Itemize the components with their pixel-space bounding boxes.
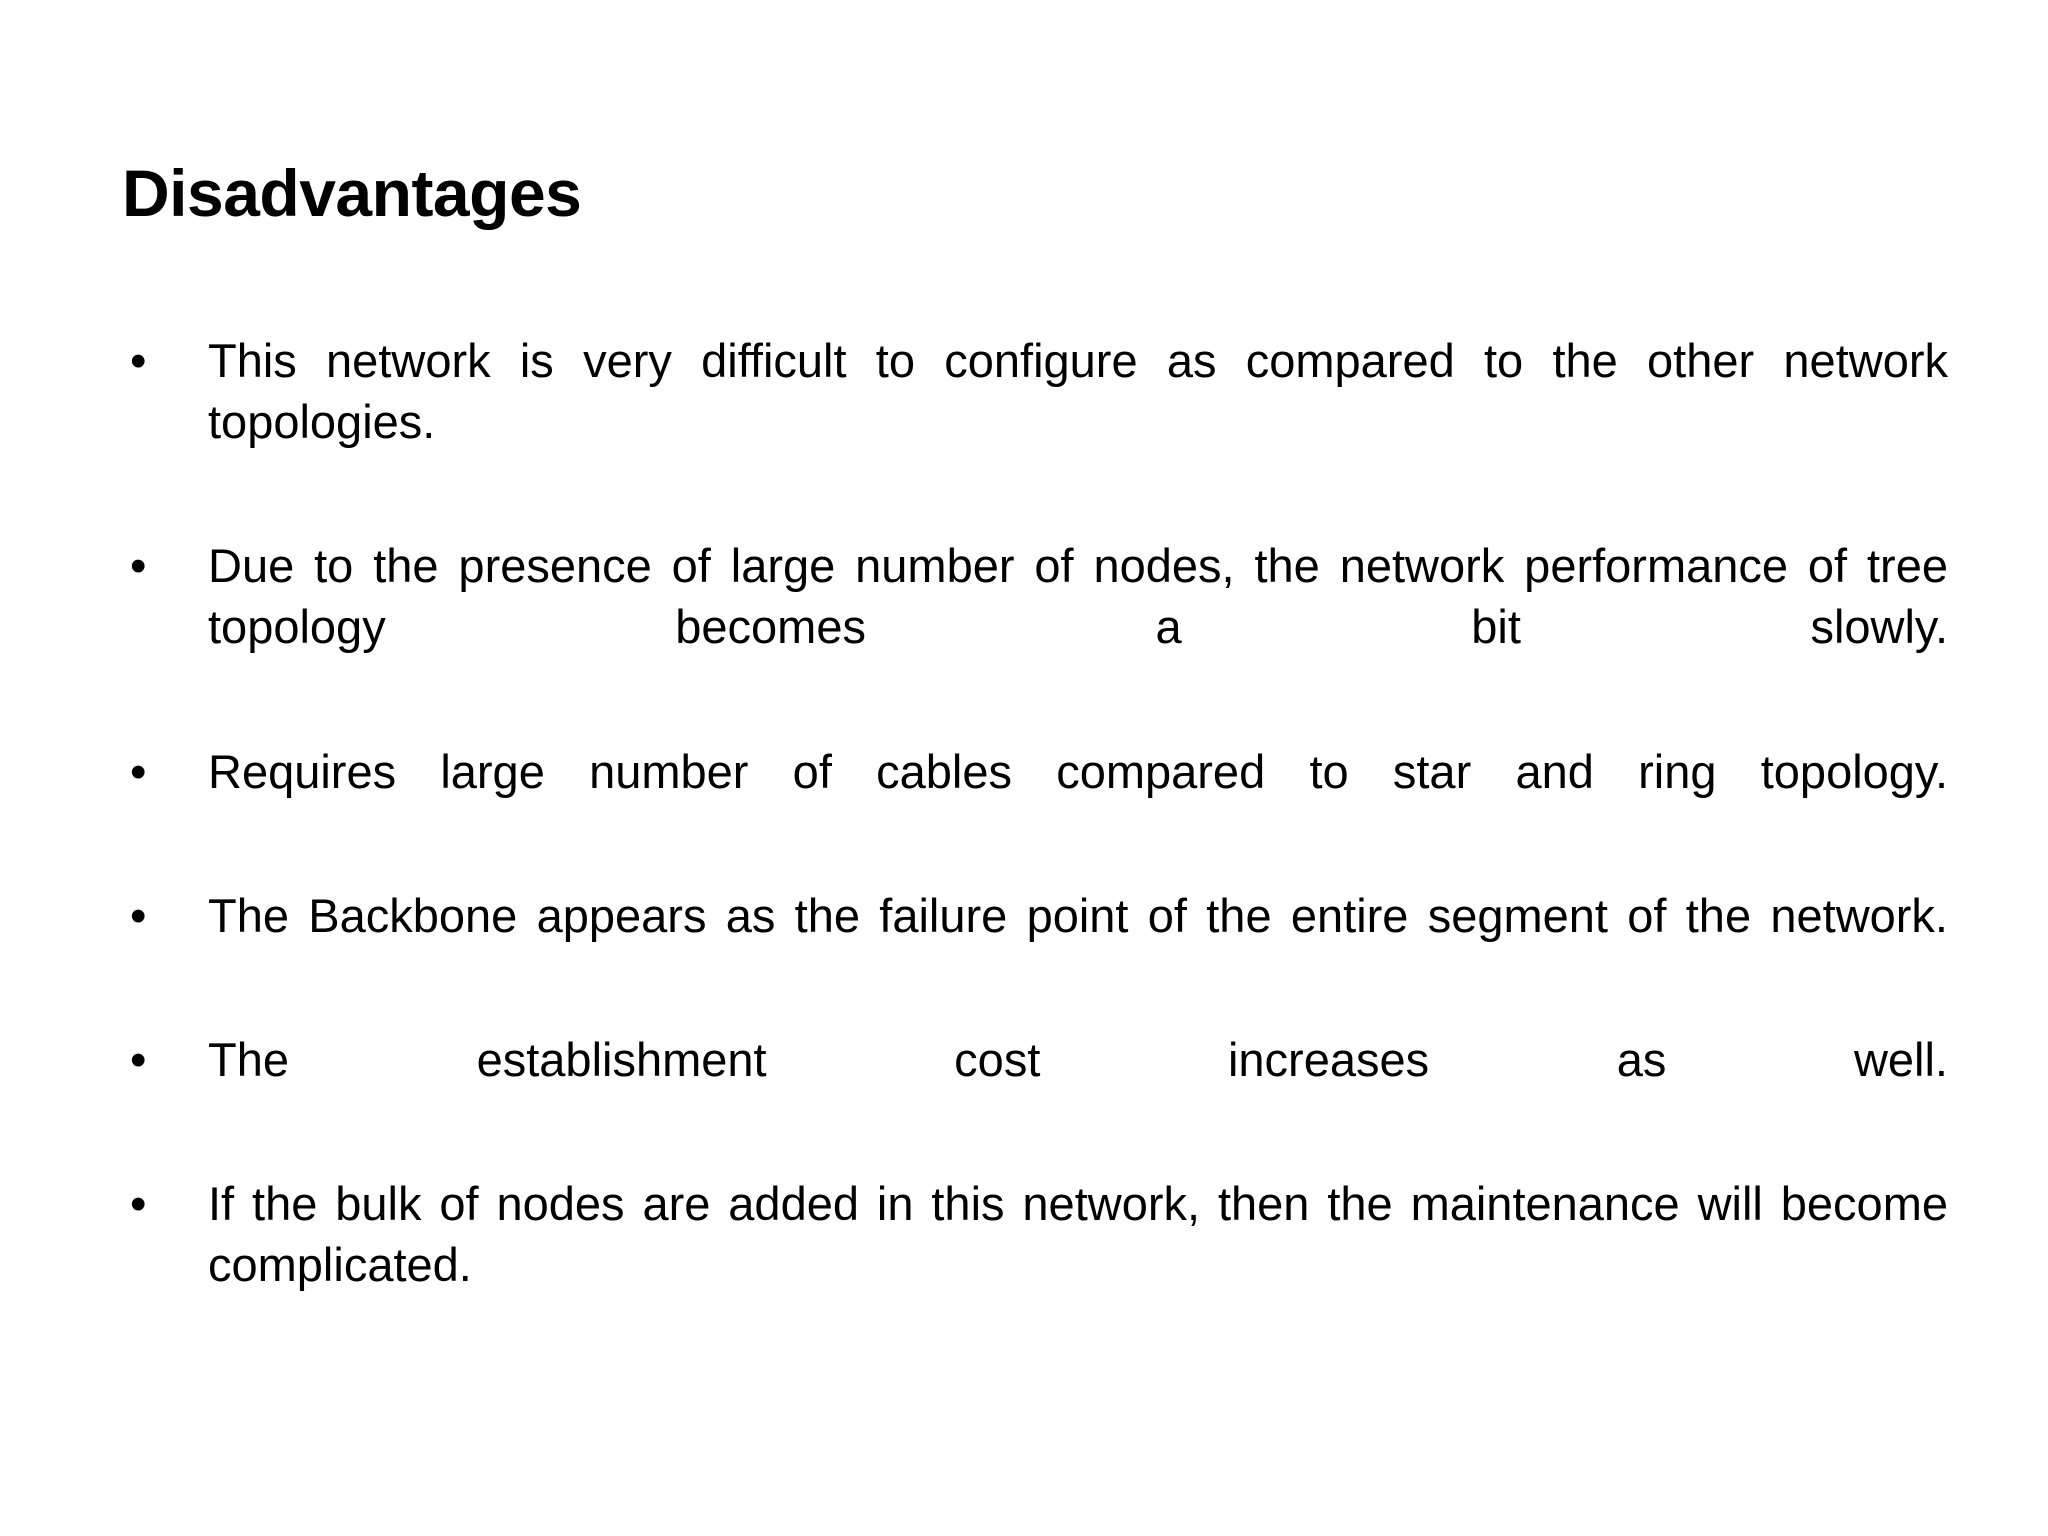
bullet-point-icon: • [130,744,147,798]
list-item: • This network is very difficult to conf… [118,330,1948,513]
list-item-text: Requires large number of cables compared… [208,744,1948,798]
list-item-text: The establishment cost increases as well… [208,1032,1948,1086]
list-item-text: The Backbone appears as the failure poin… [208,888,1948,942]
bullet-point-icon: • [130,1177,147,1231]
list-item: • The Backbone appears as the failure po… [118,885,1948,1007]
list-item-text: This network is very difficult to config… [208,334,1948,449]
list-item-text: Due to the presence of large number of n… [208,539,1948,654]
list-item: • Requires large number of cables compar… [118,741,1948,863]
bullet-point-icon: • [130,888,147,942]
bullet-point-icon: • [130,1032,147,1086]
bullet-point-icon: • [130,334,147,387]
list-item: • If the bulk of nodes are added in this… [118,1173,1948,1356]
bullet-point-icon: • [130,539,147,593]
bullet-list: • This network is very difficult to conf… [118,330,1948,1356]
page-title: Disadvantages [122,156,582,231]
list-item: • Due to the presence of large number of… [118,535,1948,718]
list-item: • The establishment cost increases as we… [118,1029,1948,1151]
list-item-text: If the bulk of nodes are added in this n… [208,1177,1948,1292]
